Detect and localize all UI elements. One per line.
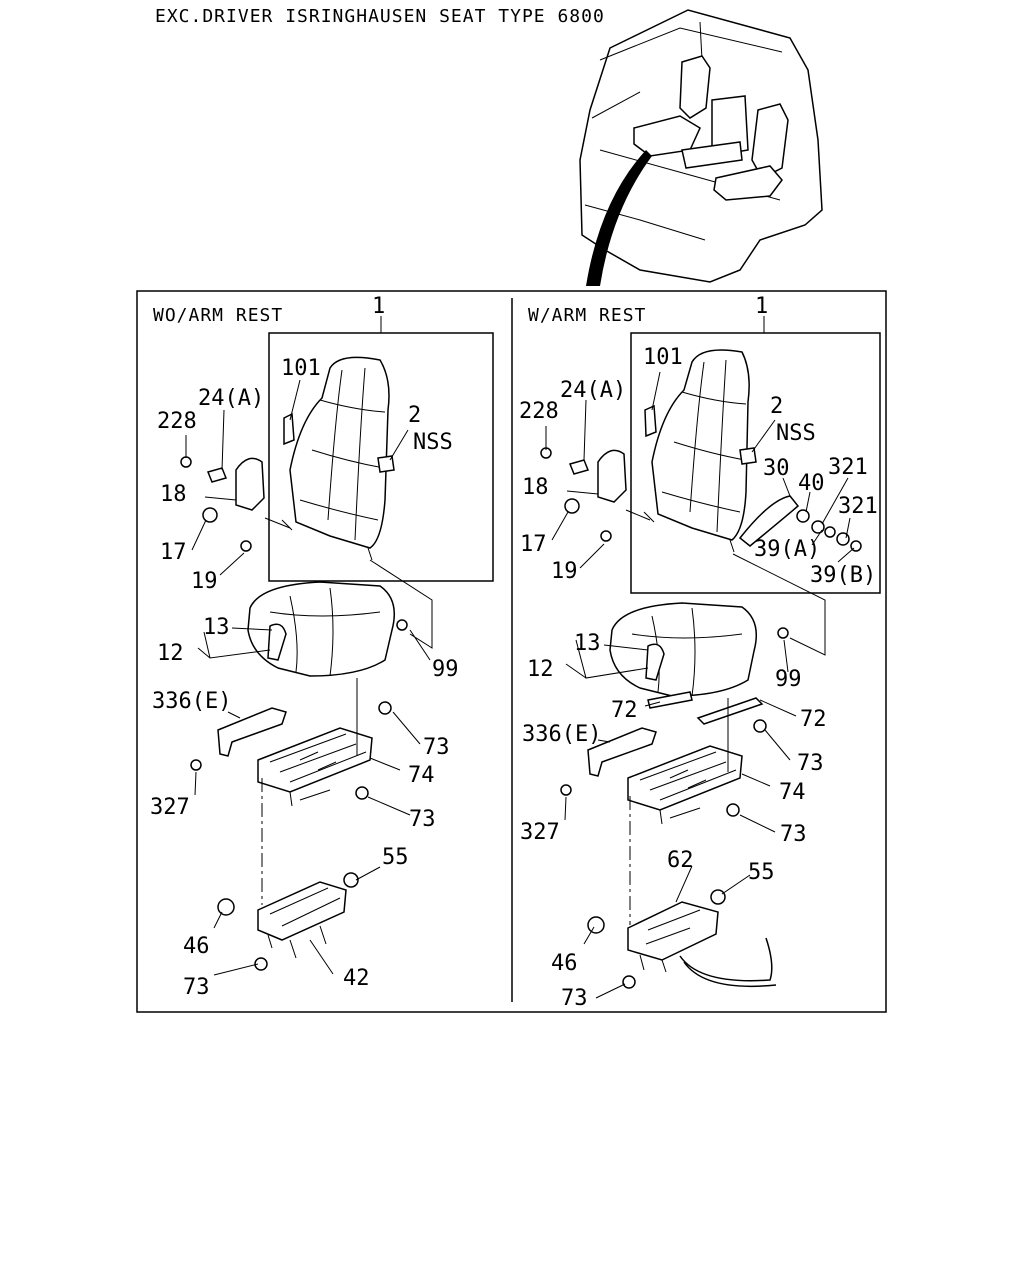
diagram-frame [136,290,887,1013]
right-panel: 1 101 24(A) 228 2 NSS 30 321 40 321 18 1… [519,294,881,1011]
callout-right-73c: 73 [561,986,588,1011]
callout-right-321a: 321 [828,455,868,480]
callout-left-nss: NSS [413,430,453,455]
callout-right-30: 30 [763,456,790,481]
left-hinge-bracket [235,457,265,511]
callout-left-99: 99 [432,657,459,682]
left-cushion-drawing [247,581,408,677]
callout-left-2: 2 [408,403,421,428]
callout-right-55: 55 [748,860,775,885]
callout-right-39a: 39(A) [754,537,820,562]
callout-left-101: 101 [281,356,321,381]
right-seatback-drawing [643,349,757,553]
callout-left-13: 13 [203,615,230,640]
callout-right-12: 12 [527,657,554,682]
callout-left-73c: 73 [183,975,210,1000]
left-upper-frame [257,727,373,807]
callout-right-17: 17 [520,532,547,557]
right-upper-frame [627,745,743,825]
callout-right-46: 46 [551,951,578,976]
callout-left-24a: 24(A) [198,386,264,411]
callout-left-228: 228 [157,409,197,434]
callout-left-46: 46 [183,934,210,959]
callout-left-12: 12 [157,641,184,666]
callout-right-72b: 72 [800,707,827,732]
callout-left-336e: 336(E) [152,689,231,714]
callout-right-99: 99 [775,667,802,692]
callout-left-55: 55 [382,845,409,870]
callout-right-nss: NSS [776,421,816,446]
callout-left-74: 74 [408,763,435,788]
right-rail-cover [587,727,657,777]
callout-right-228: 228 [519,399,559,424]
callout-left-327: 327 [150,795,190,820]
callout-right-336e: 336(E) [522,722,601,747]
callout-left-1: 1 [372,294,385,319]
callout-right-73a: 73 [797,751,824,776]
right-lower-frame [627,901,777,988]
right-cushion-drawing [609,602,789,697]
callout-right-39b: 39(B) [810,563,876,588]
right-hinge-bracket [597,449,627,503]
callout-left-73b: 73 [409,807,436,832]
callout-left-19: 19 [191,569,218,594]
callout-right-74: 74 [779,780,806,805]
callout-right-13: 13 [574,631,601,656]
callout-right-18: 18 [522,475,549,500]
callout-right-62: 62 [667,848,694,873]
callout-left-17: 17 [160,540,187,565]
callout-left-18: 18 [160,482,187,507]
callout-right-101: 101 [643,345,683,370]
left-lower-frame [257,881,347,959]
cab-illustration [579,9,823,286]
callout-right-40: 40 [798,471,825,496]
right-seatback-box [630,332,881,594]
right-panel-heading: W/ARM REST [528,305,646,326]
callout-left-42: 42 [343,966,370,991]
callout-right-2: 2 [770,394,783,419]
callout-right-321b: 321 [838,494,878,519]
callout-right-24a: 24(A) [560,378,626,403]
armrest [738,495,800,547]
callout-left-73a: 73 [423,735,450,760]
left-panel: 1 101 24(A) 228 2 NSS 18 17 19 13 12 99 … [150,294,494,1000]
left-rail-cover [217,707,287,757]
callout-right-327: 327 [520,820,560,845]
callout-right-72a: 72 [611,698,638,723]
diagram-title: EXC.DRIVER ISRINGHAUSEN SEAT TYPE 6800 [155,6,605,27]
callout-right-19: 19 [551,559,578,584]
callout-right-1: 1 [755,294,768,319]
left-panel-heading: WO/ARM REST [153,305,283,326]
left-seatback-drawing [281,356,395,561]
callout-right-73b: 73 [780,822,807,847]
